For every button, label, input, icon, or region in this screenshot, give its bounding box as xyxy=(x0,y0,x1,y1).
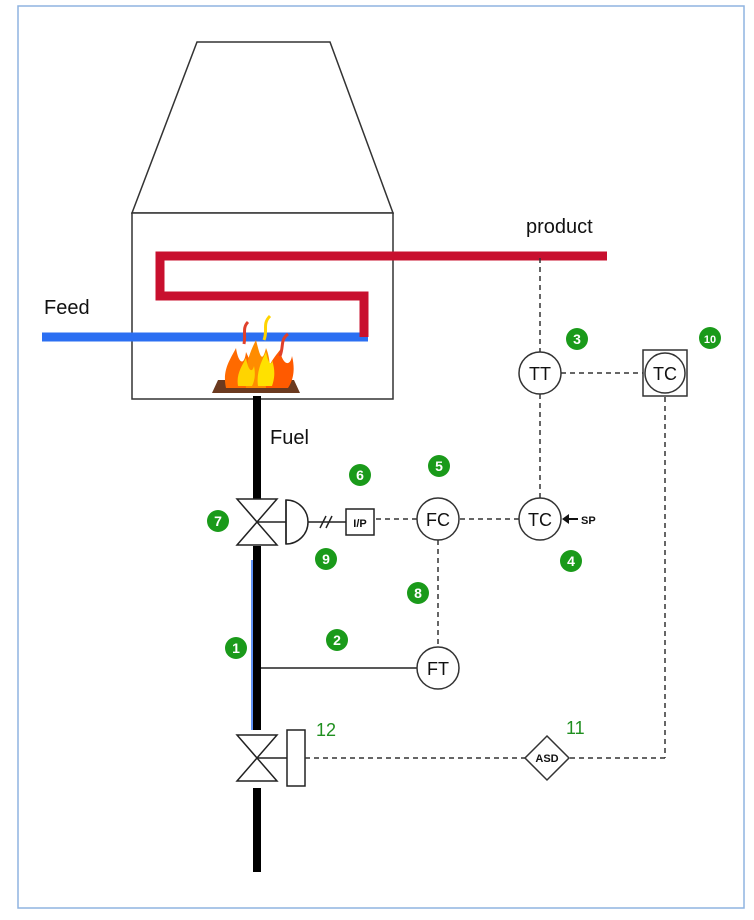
supervisory-tc-instrument: TC xyxy=(642,349,688,397)
marker-9: 9 xyxy=(315,548,337,570)
svg-text:8: 8 xyxy=(414,585,422,601)
tc-label: TC xyxy=(528,510,552,530)
svg-text:4: 4 xyxy=(567,553,575,569)
marker-11: 11 xyxy=(566,718,585,738)
signal-lines xyxy=(305,258,666,759)
burner-flame-icon xyxy=(212,314,300,393)
svg-text:1: 1 xyxy=(232,640,240,656)
fc-label: FC xyxy=(426,510,450,530)
product-label: product xyxy=(526,216,593,238)
svg-text:9: 9 xyxy=(322,551,330,567)
asd-label: ASD xyxy=(535,753,558,765)
svg-text:5: 5 xyxy=(435,458,443,474)
svg-text:7: 7 xyxy=(214,513,222,529)
marker-1: 1 xyxy=(225,637,247,659)
fuel-label: Fuel xyxy=(270,427,309,449)
ft-label: FT xyxy=(427,659,449,679)
marker-5: 5 xyxy=(428,455,450,477)
asd-instrument: ASD xyxy=(523,734,571,782)
pneumatic-hatch-2 xyxy=(325,515,333,529)
marker-8: 8 xyxy=(407,582,429,604)
pneumatic-hatch-1 xyxy=(319,515,327,529)
setpoint-label: SP xyxy=(581,515,596,527)
marker-6: 6 xyxy=(349,464,371,486)
tc-instrument: TC xyxy=(518,497,562,541)
svg-text:10: 10 xyxy=(704,334,716,346)
tt-instrument: TT xyxy=(518,351,562,395)
furnace-stack xyxy=(130,41,395,214)
marker-7: 7 xyxy=(207,510,229,532)
setpoint-arrow-icon xyxy=(562,514,578,524)
tt-label: TT xyxy=(529,364,551,384)
svg-text:6: 6 xyxy=(356,467,364,483)
product-coil xyxy=(155,251,607,337)
marker-10: 10 xyxy=(699,327,721,349)
svg-text:3: 3 xyxy=(573,331,581,347)
shutdown-valve-icon xyxy=(235,729,306,787)
svg-text:2: 2 xyxy=(333,632,341,648)
marker-4: 4 xyxy=(560,550,582,572)
ft-instrument: FT xyxy=(416,646,460,690)
diagram-border xyxy=(17,5,745,909)
feed-label: Feed xyxy=(44,297,90,319)
ip-converter-label: I/P xyxy=(353,518,366,530)
supervisory-tc-label: TC xyxy=(653,364,677,384)
ip-converter-box xyxy=(345,508,375,536)
marker-2: 2 xyxy=(326,629,348,651)
marker-12: 12 xyxy=(316,720,336,740)
marker-3: 3 xyxy=(566,328,588,350)
fc-instrument: FC xyxy=(416,497,460,541)
control-valve-icon xyxy=(235,498,309,546)
